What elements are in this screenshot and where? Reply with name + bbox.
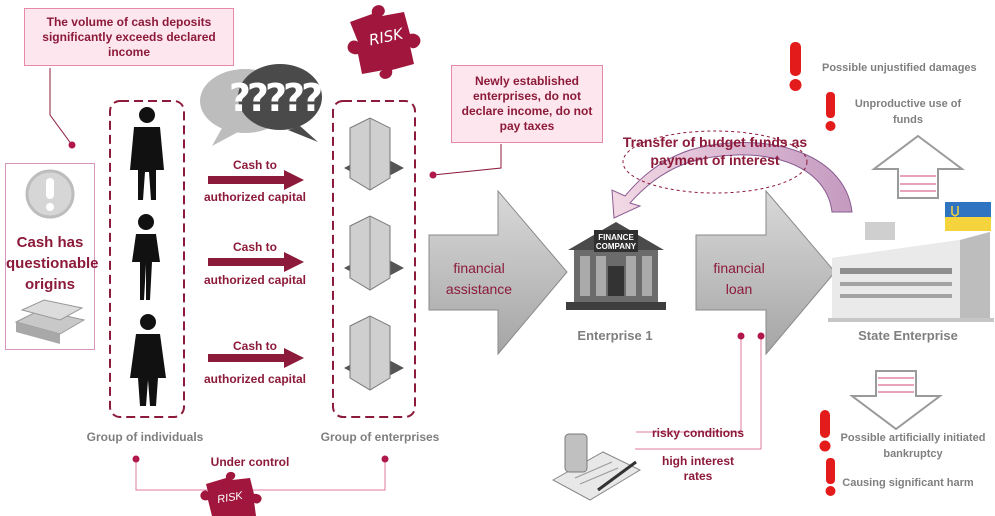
flow-label-1: Cash to <box>232 158 277 172</box>
up-arrow <box>871 134 965 199</box>
businessman-silhouette-icon <box>130 107 164 200</box>
businessman-silhouette-icon <box>130 314 166 406</box>
state-enterprise-label: State Enterprise <box>858 328 958 343</box>
documents-and-glass-icon <box>551 433 642 501</box>
big-arrow-loan <box>695 189 836 356</box>
cash-arrow-1 <box>208 170 304 190</box>
loan-label: financial loan <box>713 260 765 297</box>
alert-exclamation-icon <box>825 92 836 131</box>
office-building-icon <box>344 215 404 291</box>
flow-label-3b: authorized capital <box>203 372 307 386</box>
finance-company-sign: FINANCE COMPANY <box>595 233 637 251</box>
callout-left-leader-dot <box>68 141 76 149</box>
cash-stack-icon <box>14 299 86 344</box>
rates-connector-dot <box>757 332 765 340</box>
individuals-group-frame <box>109 100 185 418</box>
down-arrow <box>849 370 943 431</box>
cash-arrow-2 <box>208 252 304 272</box>
transfer-label: Transfer of budget funds as payment of i… <box>622 134 808 168</box>
callout-right-leader <box>432 144 502 176</box>
businesswoman-silhouette-icon <box>132 214 160 300</box>
under-control-label: Under control <box>210 455 290 469</box>
enterprises-group-frame <box>332 100 416 418</box>
alert-exclamation-icon <box>819 410 831 452</box>
flow-label-2b: authorized capital <box>203 273 307 287</box>
risk-puzzle-icon <box>347 5 421 79</box>
ukraine-flag-icon <box>945 202 991 231</box>
interest-rates-connector <box>635 336 762 450</box>
flow-label-3: Cash to <box>232 339 277 353</box>
cash-deposits-callout: The volume of cash deposits significantl… <box>24 8 234 66</box>
risky-connector-dot <box>737 332 745 340</box>
origin-box-text: Cash has questionable origins <box>6 234 99 293</box>
question-bubbles-icon <box>200 64 322 146</box>
interest-return-arrow <box>611 142 853 219</box>
origin-box: Cash has questionable origins <box>5 163 99 350</box>
under-control-dot-right <box>381 455 389 463</box>
flow-label-2: Cash to <box>232 240 277 254</box>
cash-arrow-3 <box>208 348 304 368</box>
callout-left-leader <box>49 68 73 146</box>
risk-puzzle-icon <box>200 471 262 516</box>
question-marks: ????? <box>228 76 323 120</box>
under-control-bracket <box>135 459 386 491</box>
question-exclamation-icon <box>25 169 75 219</box>
note-bankruptcy: Possible artificially initiated bankrupt… <box>840 432 986 460</box>
under-control-dot-left <box>132 455 140 463</box>
office-building-icon <box>344 117 404 191</box>
note-harm: Causing significant harm <box>842 477 974 489</box>
flow-label-1b: authorized capital <box>203 190 307 204</box>
enterprise-1-label: Enterprise 1 <box>577 328 653 343</box>
risky-conditions-label: risky conditions <box>652 426 745 440</box>
transfer-ellipse <box>622 130 808 194</box>
finance-company-building-icon <box>566 222 666 310</box>
note-damages: Possible unjustified damages <box>822 62 977 74</box>
interest-rates-label: high interest rates <box>661 454 734 483</box>
office-building-icon <box>344 315 404 391</box>
alert-exclamation-icon <box>789 42 802 91</box>
state-enterprise-building <box>828 222 994 322</box>
group-individuals-label: Group of individuals <box>86 430 204 444</box>
group-enterprises-label: Group of enterprises <box>320 430 440 444</box>
big-arrow-assistance <box>428 189 568 356</box>
alert-exclamation-icon <box>825 458 836 496</box>
callout-right-leader-dot <box>429 171 437 179</box>
note-unproductive: Unproductive use of funds <box>854 98 962 126</box>
assistance-label: financial assistance <box>445 260 513 297</box>
risky-conditions-connector <box>636 336 742 433</box>
new-enterprises-callout: Newly established enterprises, do not de… <box>451 65 603 143</box>
